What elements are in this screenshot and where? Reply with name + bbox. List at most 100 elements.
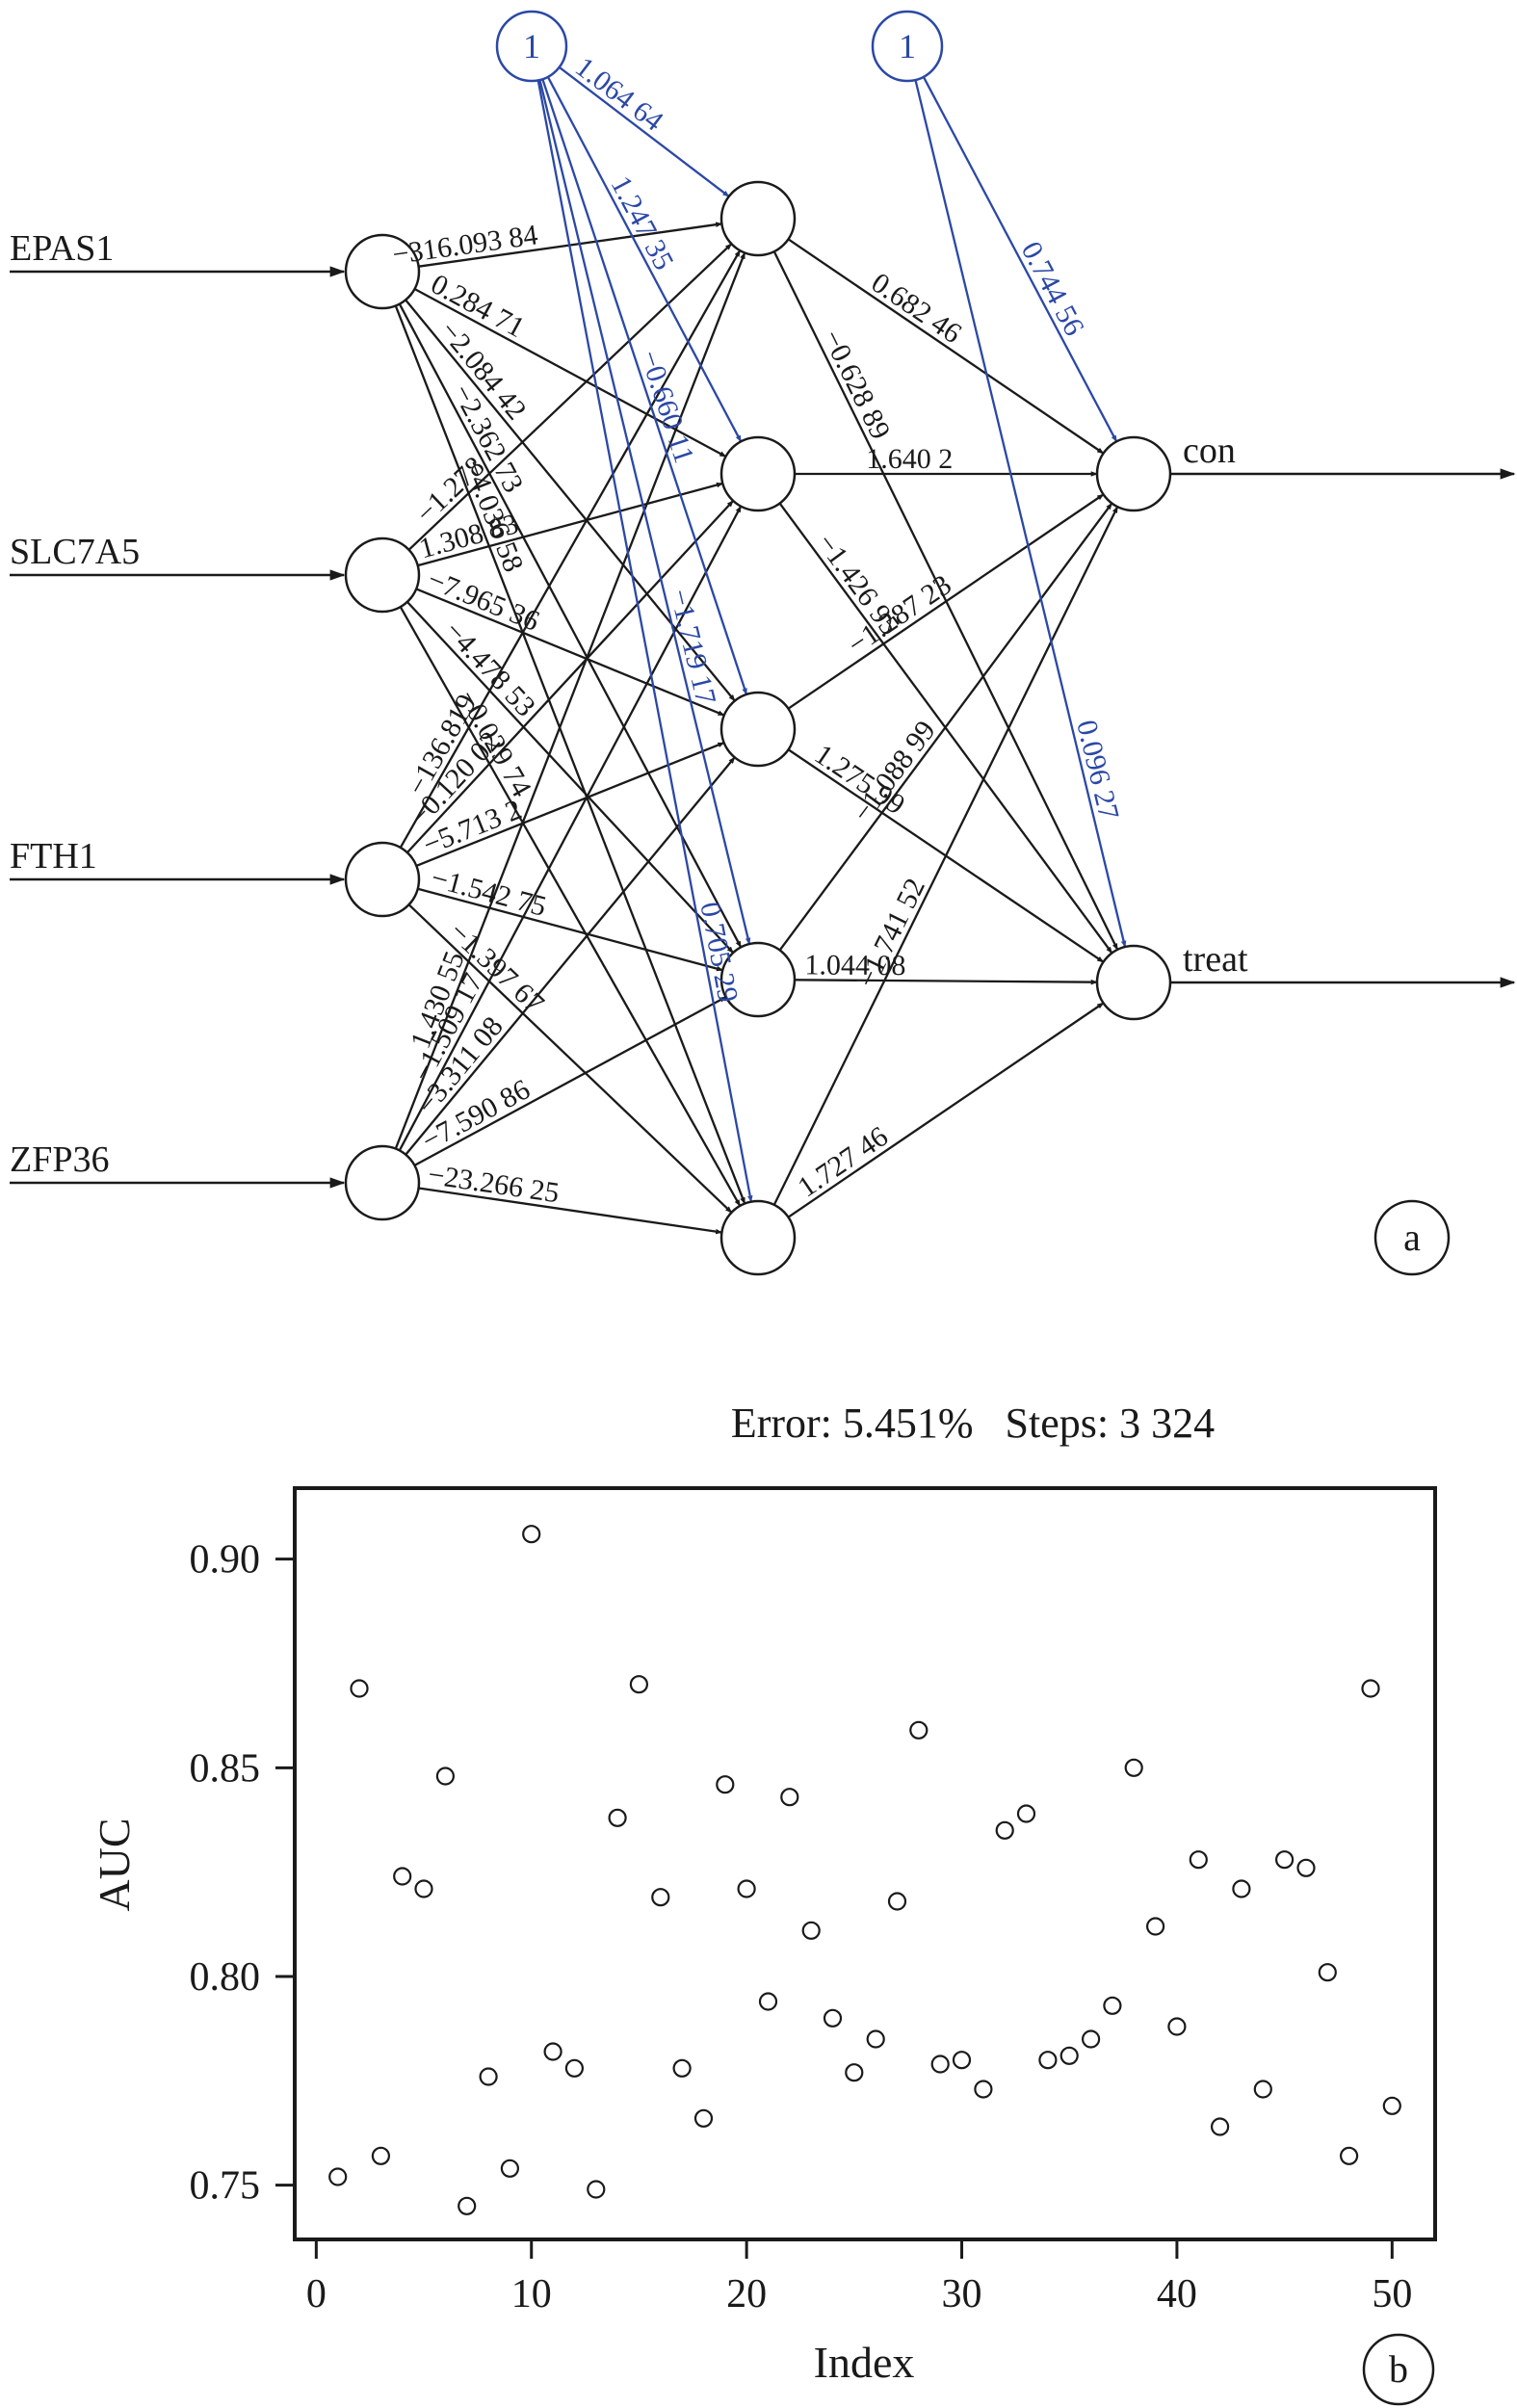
panel-label-a: a [1373,1199,1451,1276]
panel-label-a-text: a [1403,1216,1421,1259]
data-point [1296,1858,1316,1877]
hidden-node-4 [719,941,797,1018]
output-node-2 [1095,944,1172,1021]
edge-input2-hidden3-weight: −7.965 36 [423,563,543,638]
data-point [1232,1879,1251,1898]
edge-input4-hidden4 [413,996,727,1166]
x-tick-label: 20 [726,2272,767,2316]
data-point [1059,2046,1079,2065]
bias-node-hidden [495,10,568,83]
edge-input2-hidden4 [406,601,734,954]
edge-bias-hidden3 [541,78,748,695]
edge-hidden1-output2-weight: −0.628 89 [816,325,896,444]
output-label-1: con [1183,431,1236,471]
y-axis-ticks: 0.750.800.850.90 [190,1538,295,2209]
edge-input3-hidden1 [399,249,742,849]
edge-input1-hidden4 [398,303,743,949]
output-node-1 [1095,435,1172,512]
y-axis-label: AUC [90,1818,139,1911]
data-point [866,2029,885,2049]
edge-input4-hidden2 [398,505,743,1151]
data-point [629,1675,649,1694]
data-point [435,1767,455,1786]
data-point [500,2159,520,2178]
data-point [587,2180,606,2199]
data-point [1038,2051,1058,2070]
data-point [716,1775,735,1794]
panel-label-b: b [1362,2333,1435,2406]
data-point [1339,2146,1359,2165]
edge-input1-hidden5 [394,305,746,1205]
edge-bias-hidden3-weight: −0.660 11 [634,347,700,467]
edge-input1-hidden2 [413,288,727,458]
data-point [758,1992,778,2011]
data-point [887,1892,907,1911]
edge-bias-hidden1-weight: 1.064 64 [569,51,669,138]
data-point [1103,1996,1122,2015]
network-labels: −316.093 840.284 71−2.084 42−2.362 73−4.… [10,51,1248,1210]
network-edges [10,65,1516,1235]
data-point [414,1879,433,1898]
x-tick-label: 30 [942,2272,982,2316]
edge-bias-hidden4 [538,79,751,945]
data-point [393,1867,412,1886]
edge-bias-hidden4-weight: −1.719 17 [664,586,722,707]
edge-bias-hidden1 [558,65,730,197]
bias-node-output-label: 1 [899,27,916,65]
data-point [371,2146,390,2165]
x-tick-label: 40 [1157,2272,1197,2316]
edge-input4-hidden5-weight: −23.266 25 [426,1159,561,1209]
data-point [995,1820,1014,1840]
data-point [1382,2096,1401,2115]
edge-hidden1-output1 [787,238,1105,455]
data-point [1124,1758,1143,1777]
edge-input2-hidden5 [399,606,742,1207]
edge-input2-hidden2 [417,482,723,567]
data-point [693,2108,714,2128]
x-axis-label: Index [814,2338,915,2387]
edge-hidden4-output2 [794,979,1098,985]
edge-hidden3-output1 [787,493,1105,710]
plot-frame [293,1486,1437,2241]
data-point [1189,1850,1208,1870]
input-node-4 [344,1144,421,1221]
data-point [1318,1963,1337,1982]
data-point [801,1921,821,1940]
data-point [823,2008,843,2028]
edge-hidden5-output2 [787,1002,1105,1218]
hidden-node-2 [719,435,797,512]
edge-hidden5-output1 [772,506,1119,1206]
data-point [737,1879,756,1898]
edge-bias-hidden2 [546,76,743,443]
edge-input4-hidden1 [394,251,746,1150]
data-point [564,2058,585,2078]
input-label-3: FTH1 [10,836,97,877]
bias-node-output [871,10,944,83]
edge-input1-hidden1-weight: −316.093 84 [390,219,539,271]
edge-bias-output2 [914,79,1127,948]
y-tick-label: 0.80 [190,1955,261,2000]
data-point [458,2196,477,2215]
data-point [350,1679,369,1698]
data-point [479,2067,498,2086]
data-point [1274,1850,1295,1870]
data-point [543,2042,562,2061]
neural-network-diagram: 1 1 −316.093 840.284 71−2.084 42−2.362 73… [10,10,1516,1276]
data-point [1210,2117,1230,2136]
edge-input3-hidden2 [405,500,735,853]
y-tick-label: 0.90 [190,1538,261,1583]
x-tick-label: 10 [511,2272,552,2316]
data-point [780,1788,799,1807]
panel-label-b-text: b [1389,2347,1408,2391]
hidden-node-3 [719,691,797,768]
data-point [845,2063,864,2082]
bias-node-hidden-label: 1 [523,27,540,65]
x-tick-label: 50 [1372,2272,1412,2316]
data-point [1361,1679,1380,1698]
data-points [328,1525,1401,2215]
edge-hidden4-output1 [778,502,1113,952]
data-point [1253,2080,1272,2099]
